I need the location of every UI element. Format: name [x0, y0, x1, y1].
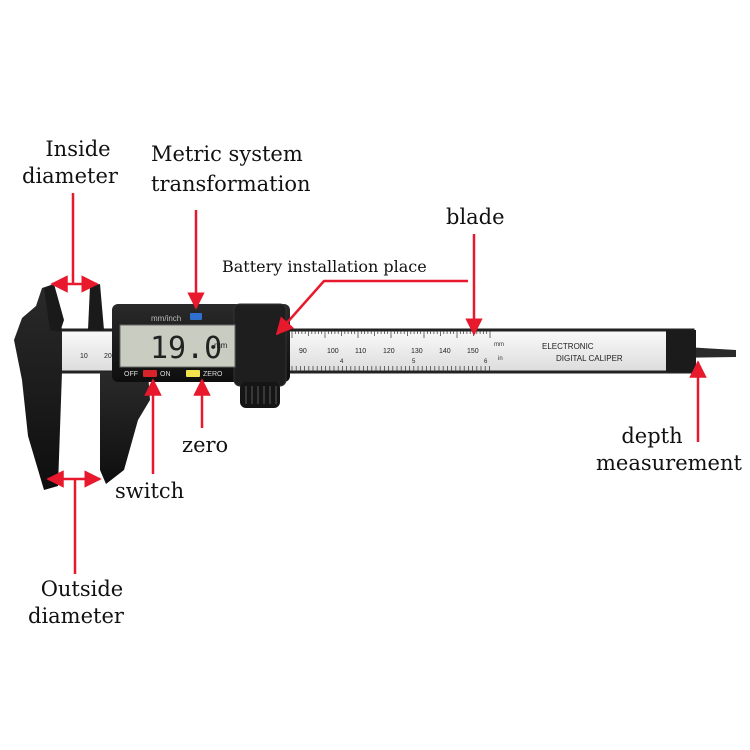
inch-scale-label: 4 [340, 359, 344, 365]
mm-scale-label: 100 [327, 348, 339, 355]
zero-label: ZERO [203, 371, 223, 378]
label-metric-system: Metric system transformation [151, 142, 311, 197]
label-depth: depth measurement [596, 424, 742, 476]
brand-line-2: DIGITAL CALIPER [556, 354, 623, 363]
mm-scale-label: 90 [299, 348, 307, 355]
mm-scale-label: 140 [439, 348, 451, 355]
blade-end-cap [666, 330, 696, 372]
lcd-unit: mm [214, 341, 228, 350]
fixed-jaw [14, 284, 62, 490]
mm-scale-label: 130 [411, 348, 423, 355]
lcd-value: 19.0 [150, 331, 222, 366]
label-switch: switch [115, 479, 185, 503]
label-zero: zero [182, 433, 229, 457]
jaw-scale-label: 10 [80, 353, 88, 360]
blade-unit-mm: mm [494, 342, 504, 348]
sliding-inside-jaw [88, 284, 104, 330]
fixed-inside-jaw [44, 284, 64, 332]
inch-scale-label: 6 [484, 359, 488, 365]
mode-button-label: mm/inch [151, 314, 181, 323]
sliding-outside-jaw [100, 372, 150, 484]
mm-scale-label: 120 [383, 348, 395, 355]
inch-scale-label: 5 [412, 359, 416, 365]
on-label: ON [160, 371, 171, 378]
lcd-screen [119, 324, 236, 368]
battery-arrow [275, 279, 468, 336]
jaw-scale-label: 0 [56, 353, 60, 360]
off-label: OFF [124, 371, 138, 378]
label-blade: blade [446, 205, 505, 229]
mm-scale: 90 100 110 120 130 140 150 [299, 348, 479, 355]
label-battery: Battery installation place [222, 257, 427, 276]
inch-scale: 4 5 6 [340, 359, 488, 365]
thumb-wheel-ribs [245, 386, 277, 404]
jaw-scale: 0 10 20 [56, 353, 112, 360]
label-outside-diameter: Outside diameter [28, 577, 124, 629]
mm-scale-label: 110 [355, 348, 366, 355]
zero-button[interactable] [186, 370, 200, 377]
blade-unit-in: in [498, 356, 503, 362]
label-inside-diameter: Inside diameter [22, 137, 118, 189]
power-button[interactable] [143, 370, 157, 377]
jaw-scale-label: 20 [104, 353, 112, 360]
callout-arrows [46, 193, 707, 574]
battery-cover [233, 303, 287, 387]
mode-button[interactable] [190, 313, 202, 320]
brand-line-1: ELECTRONIC [542, 342, 594, 351]
mm-scale-label: 150 [467, 348, 479, 355]
